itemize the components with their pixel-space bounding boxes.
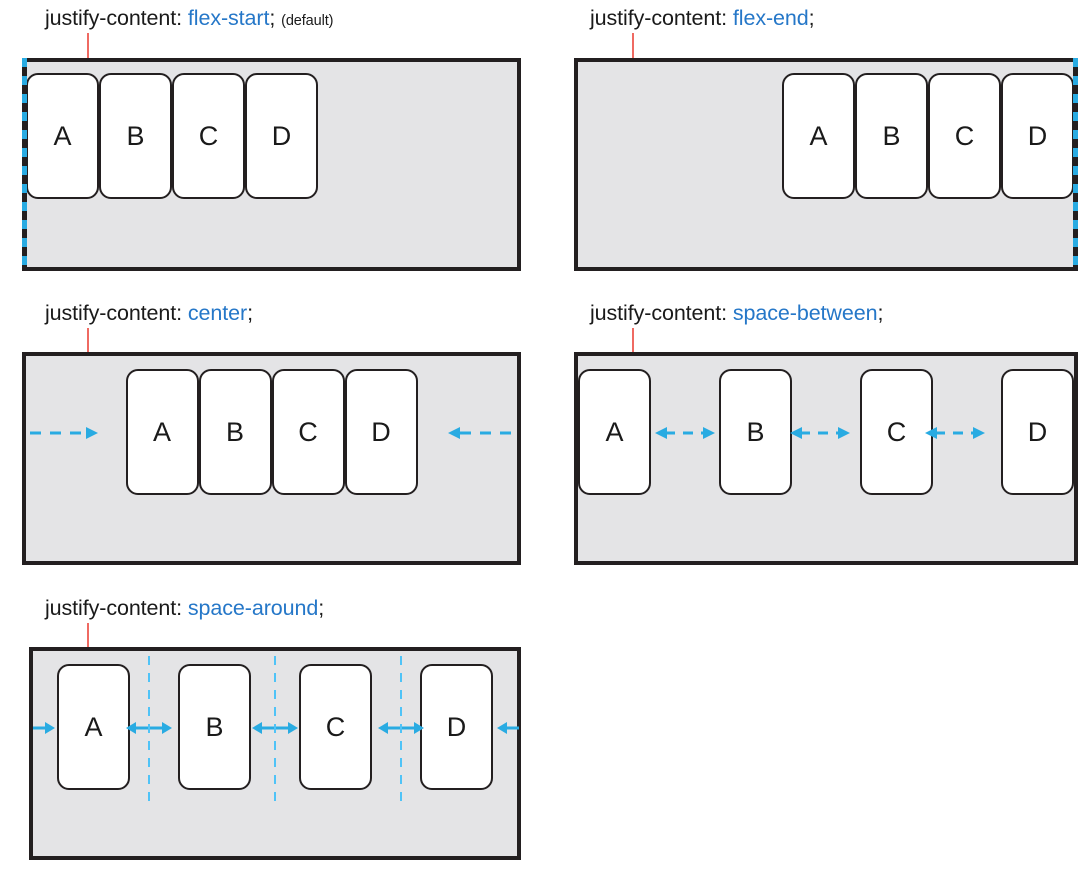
label-tick-mark [632, 328, 634, 353]
property-name: justify-content: [590, 6, 728, 30]
flex-item-b: B [855, 73, 928, 199]
label-tick-mark [87, 623, 89, 648]
flex-item-b: B [99, 73, 172, 199]
flex-item-c: C [172, 73, 245, 199]
panel-flex-start: justify-content: flex-start; (default) A… [0, 0, 545, 290]
flex-items-row: A B C D [33, 651, 517, 856]
flex-item-d: D [420, 664, 493, 790]
flex-item-a: A [26, 73, 99, 199]
space-arrow-right-icon [448, 427, 516, 439]
flex-item-c: C [928, 73, 1001, 199]
flex-container-space-between: A B C D [574, 352, 1078, 565]
panel-label-center: justify-content: center; [45, 301, 253, 325]
flex-item-d: D [344, 369, 418, 495]
around-arrow-a-right-icon [126, 722, 148, 734]
gap-arrow-cd-icon [925, 427, 985, 439]
panel-label-flex-start: justify-content: flex-start; (default) [45, 6, 334, 30]
flex-item-d: D [1001, 73, 1074, 199]
panel-label-flex-end: justify-content: flex-end; [590, 6, 815, 30]
around-arrow-left-edge-icon [33, 722, 55, 734]
space-arrow-left-icon [30, 427, 98, 439]
flex-item-b: B [178, 664, 251, 790]
around-arrow-b-right-icon [252, 722, 274, 734]
panel-label-space-around: justify-content: space-around; [45, 596, 325, 620]
around-arrow-d-left-icon [402, 722, 424, 734]
gap-arrow-bc-icon [790, 427, 850, 439]
label-tick-mark [87, 33, 89, 59]
property-name: justify-content: [45, 6, 183, 30]
property-value: flex-end [732, 6, 809, 30]
semicolon: ; [808, 6, 815, 30]
flex-items-row: A B C D [578, 356, 1074, 561]
label-tick-mark [632, 33, 634, 59]
semicolon: ; [247, 301, 253, 325]
label-tick-mark [87, 328, 89, 353]
midpoint-guide-bc [274, 656, 276, 802]
flex-container-flex-end: A B C D [574, 58, 1078, 271]
flex-item-a: A [125, 369, 199, 495]
property-value: space-between [732, 301, 878, 325]
panel-space-between: justify-content: space-between; A B C D [545, 290, 1088, 580]
flex-item-c: C [299, 664, 372, 790]
panel-label-space-between: justify-content: space-between; [590, 301, 884, 325]
property-name: justify-content: [590, 301, 728, 325]
property-name: justify-content: [45, 301, 183, 325]
flex-item-c: C [271, 369, 345, 495]
panel-flex-end: justify-content: flex-end; A B C D [545, 0, 1088, 290]
flex-item-a: A [57, 664, 130, 790]
panel-space-around: justify-content: space-around; A B C D [0, 580, 545, 869]
midpoint-guide-cd [400, 656, 402, 802]
property-value: flex-start [187, 6, 270, 30]
property-value: center [187, 301, 248, 325]
flex-items-row: A B C D [26, 62, 517, 267]
panel-center: justify-content: center; A B C D [0, 290, 545, 580]
default-note: (default) [281, 13, 334, 29]
flex-item-d: D [245, 73, 318, 199]
start-edge-marker-icon [22, 58, 27, 271]
flex-container-flex-start: A B C D [22, 58, 521, 271]
flex-item-d: D [1001, 369, 1074, 495]
property-name: justify-content: [45, 596, 183, 620]
end-edge-marker-icon [1073, 58, 1078, 271]
around-arrow-right-edge-icon [497, 722, 519, 734]
flex-items-row: A B C D [578, 62, 1074, 267]
semicolon: ; [877, 301, 884, 325]
semicolon: ; [318, 596, 325, 620]
flex-item-a: A [782, 73, 855, 199]
around-arrow-c-right-icon [378, 722, 400, 734]
flex-items-row: A B C D [26, 356, 517, 561]
flex-item-a: A [578, 369, 651, 495]
property-value: space-around [187, 596, 319, 620]
flex-item-b: B [719, 369, 792, 495]
flex-container-center: A B C D [22, 352, 521, 565]
flex-item-c: C [860, 369, 933, 495]
gap-arrow-ab-icon [655, 427, 715, 439]
midpoint-guide-ab [148, 656, 150, 802]
semicolon: ; [269, 6, 276, 30]
flex-item-b: B [198, 369, 272, 495]
around-arrow-b-left-icon [150, 722, 172, 734]
around-arrow-c-left-icon [276, 722, 298, 734]
